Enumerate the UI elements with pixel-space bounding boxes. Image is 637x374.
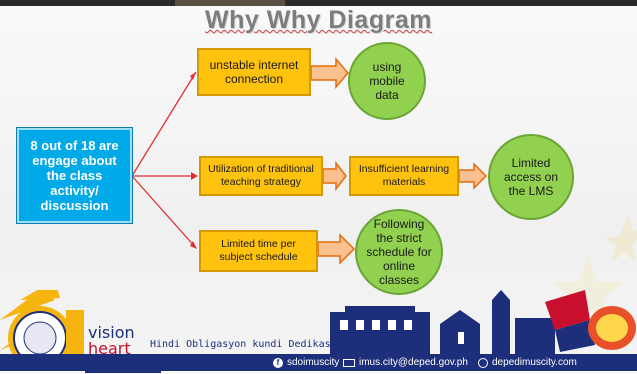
cause-box: Utilization of traditional teaching stra… bbox=[199, 156, 323, 196]
connector-arrowhead bbox=[190, 72, 196, 80]
effect-circle: Following the strict schedule for online… bbox=[355, 209, 443, 295]
facebook-link[interactable]: f sdoimuscity bbox=[273, 357, 339, 368]
website-link[interactable]: depedimuscity.com bbox=[478, 357, 577, 368]
connector-arrowhead bbox=[191, 172, 198, 180]
cause-box: unstable internet connection bbox=[197, 48, 311, 96]
diagram-title: Why Why Diagram bbox=[205, 6, 432, 34]
connector-line bbox=[131, 175, 197, 249]
effect-circle: using mobile data bbox=[348, 42, 426, 120]
logo-one-icon bbox=[66, 310, 84, 360]
block-arrow bbox=[317, 233, 356, 265]
star-decoration bbox=[551, 255, 625, 325]
connector-arrowhead bbox=[190, 241, 197, 249]
heart-text: heart bbox=[88, 339, 131, 358]
flag-icon bbox=[545, 290, 590, 330]
cause-box: Insufficient learning materials bbox=[349, 156, 459, 196]
top-strip bbox=[0, 0, 637, 6]
effect-circle: Limited access on the LMS bbox=[488, 134, 574, 220]
mail-icon bbox=[343, 358, 355, 367]
block-arrow bbox=[310, 56, 349, 90]
block-arrow bbox=[322, 160, 347, 192]
block-arrow bbox=[458, 162, 488, 190]
video-thumbnail bbox=[175, 0, 285, 6]
footer-band bbox=[0, 354, 637, 371]
cause-box: Limited time per subject schedule bbox=[199, 230, 318, 272]
motto-text: Hindi Obligasyon kundi Dedikasyon! bbox=[150, 339, 355, 350]
facebook-icon: f bbox=[273, 357, 283, 368]
globe-icon bbox=[478, 357, 488, 368]
connector-line bbox=[131, 71, 197, 177]
email-link[interactable]: imus.city@deped.gov.ph bbox=[343, 357, 468, 368]
root-problem-box: 8 out of 18 are engage about the class a… bbox=[17, 128, 132, 223]
vision-text: vision bbox=[88, 323, 135, 342]
star-decoration bbox=[604, 215, 637, 262]
